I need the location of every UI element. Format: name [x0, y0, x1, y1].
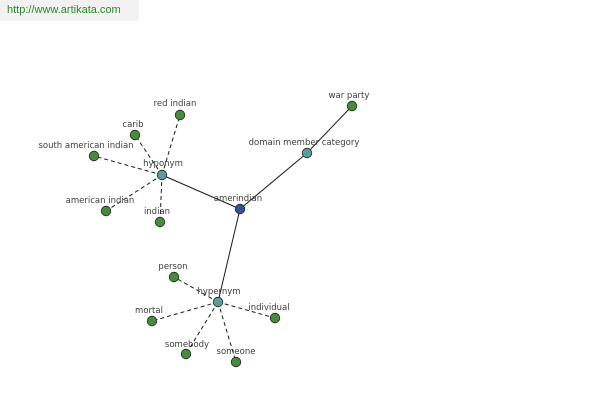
- node-individual[interactable]: [269, 312, 281, 324]
- edge-hyponym-south-american-indian: [93, 155, 163, 176]
- node-hypernym[interactable]: [212, 296, 224, 308]
- edge-hyponym-indian: [159, 174, 163, 223]
- edge-hypernym-individual: [217, 301, 276, 319]
- node-label-red-indian: red indian: [154, 99, 197, 109]
- edge-hypernym-mortal: [151, 301, 219, 322]
- node-carib[interactable]: [129, 129, 141, 141]
- node-label-individual: individual: [248, 303, 289, 313]
- node-label-carib: carib: [122, 120, 143, 130]
- nodes-layer: [88, 100, 358, 368]
- edge-hyponym-red-indian: [161, 114, 181, 176]
- node-mortal[interactable]: [146, 315, 158, 327]
- node-person[interactable]: [168, 271, 180, 283]
- source-banner: http://www.artikata.com: [0, 0, 139, 21]
- node-american-indian[interactable]: [100, 205, 112, 217]
- node-amerindian[interactable]: [234, 203, 246, 215]
- node-south-american-indian[interactable]: [88, 150, 100, 162]
- edge-amerindian-domain: [239, 152, 308, 210]
- node-label-someone: someone: [217, 347, 256, 357]
- node-label-american-indian: american indian: [66, 196, 135, 206]
- node-domain[interactable]: [301, 147, 313, 159]
- node-label-war-party: war party: [329, 91, 370, 101]
- edge-amerindian-hyponym: [161, 174, 241, 210]
- node-indian[interactable]: [154, 216, 166, 228]
- node-label-hypernym: hypernym: [197, 287, 240, 297]
- node-someone[interactable]: [230, 356, 242, 368]
- node-label-person: person: [158, 262, 187, 272]
- labels-layer: amerindian hyponym domain member category h…: [38, 91, 369, 357]
- edges-layer: [93, 105, 353, 363]
- edge-hypernym-somebody: [185, 301, 219, 355]
- edge-hyponym-carib: [134, 134, 163, 176]
- node-label-mortal: mortal: [135, 306, 163, 316]
- node-label-indian: indian: [144, 207, 170, 217]
- node-label-somebody: somebody: [165, 340, 209, 350]
- node-label-domain: domain member category: [249, 138, 360, 148]
- node-hyponym[interactable]: [156, 169, 168, 181]
- node-somebody[interactable]: [180, 348, 192, 360]
- node-label-south-american-indian: south american indian: [38, 141, 133, 151]
- node-war-party[interactable]: [346, 100, 358, 112]
- node-label-hyponym: hyponym: [143, 159, 183, 169]
- edge-amerindian-hypernym: [217, 208, 241, 303]
- node-red-indian[interactable]: [174, 109, 186, 121]
- edge-hypernym-person: [173, 276, 219, 303]
- node-label-amerindian: amerindian: [214, 194, 262, 204]
- edge-hypernym-someone: [217, 301, 237, 363]
- source-link[interactable]: http://www.artikata.com: [7, 4, 121, 16]
- edge-domain-war-party: [306, 105, 353, 154]
